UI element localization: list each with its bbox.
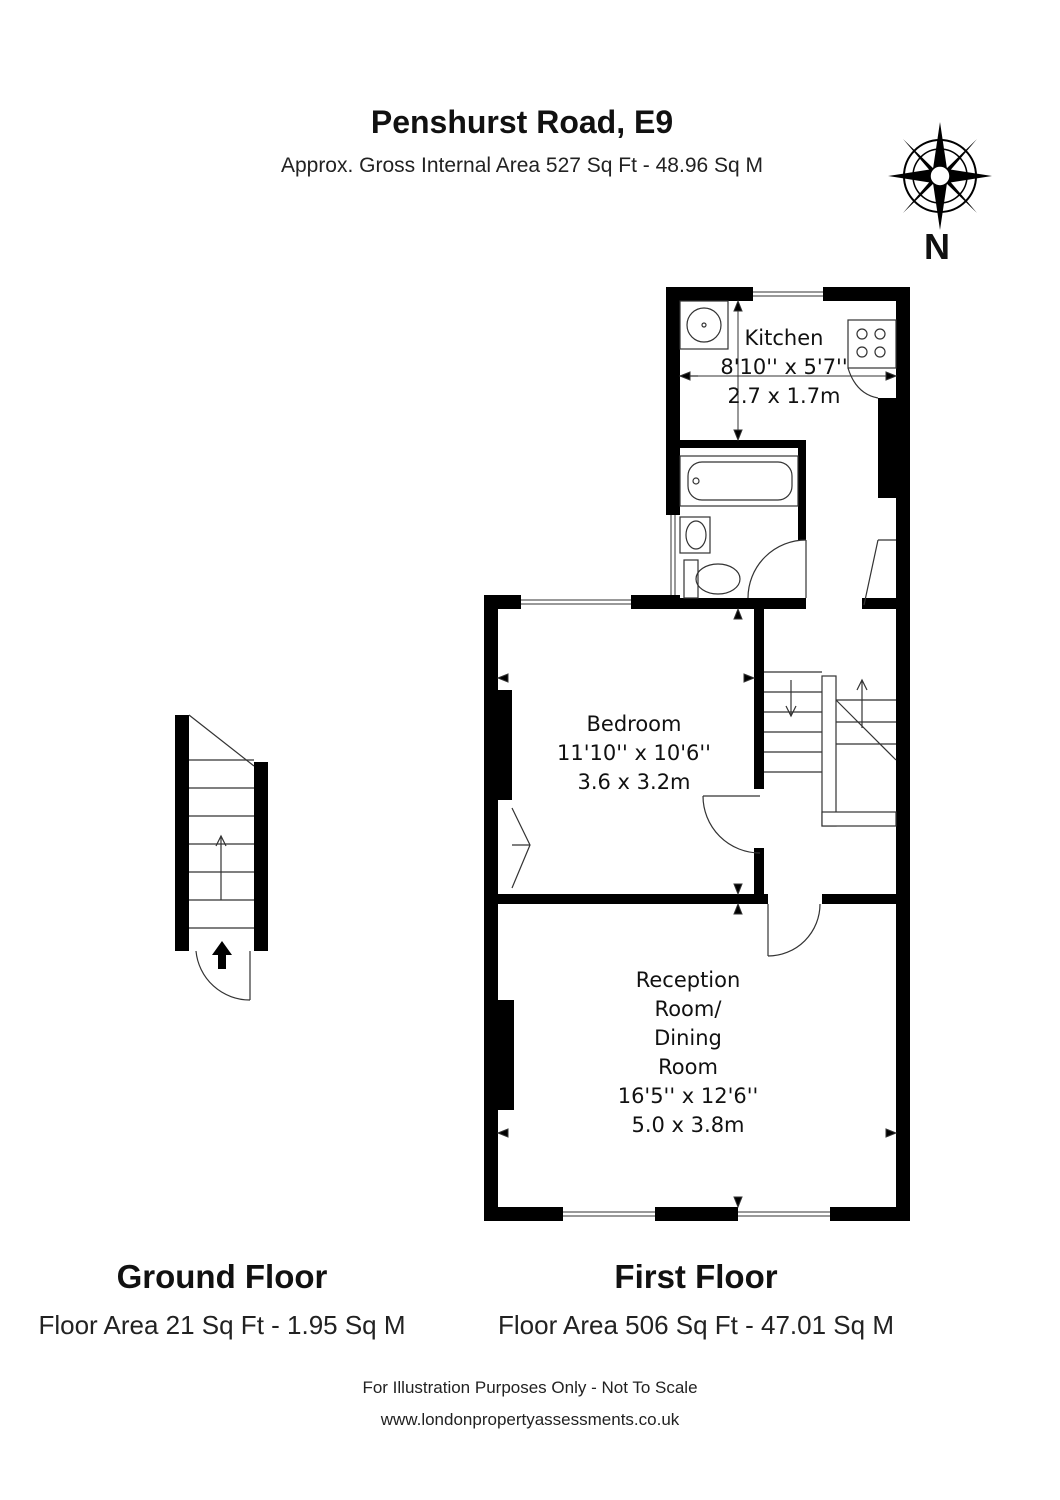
- reception-name-line3: Dining: [654, 1026, 722, 1050]
- room-label-reception: Reception Room/ Dining Room 16'5'' x 12'…: [588, 966, 788, 1140]
- ground-floor-plan: [175, 714, 268, 1001]
- disclaimer-text: For Illustration Purposes Only - Not To …: [362, 1378, 698, 1397]
- website-link[interactable]: www.londonpropertyassessments.co.uk: [380, 1410, 680, 1429]
- kitchen-metric: 2.7 x 1.7m: [727, 384, 841, 408]
- kitchen-imperial: 8'10'' x 5'7'': [720, 355, 848, 379]
- ground-floor-area: Floor Area 21 Sq Ft - 1.95 Sq M: [38, 1310, 406, 1340]
- entrance-arrow-icon: [212, 941, 232, 969]
- compass-icon: [888, 122, 992, 230]
- room-label-kitchen: Kitchen 8'10'' x 5'7'' 2.7 x 1.7m: [696, 324, 872, 411]
- kitchen-name: Kitchen: [744, 326, 824, 350]
- gross-area-subtitle: Approx. Gross Internal Area 527 Sq Ft - …: [280, 154, 764, 177]
- bedroom-metric: 3.6 x 3.2m: [577, 770, 691, 794]
- reception-name-line1: Reception: [635, 968, 741, 992]
- compass-north-label: N: [924, 226, 950, 267]
- reception-metric: 5.0 x 3.8m: [631, 1113, 745, 1137]
- bedroom-imperial: 11'10'' x 10'6'': [557, 741, 711, 765]
- room-label-bedroom: Bedroom 11'10'' x 10'6'' 3.6 x 3.2m: [534, 710, 734, 797]
- bedroom-name: Bedroom: [586, 712, 682, 736]
- page-title: Penshurst Road, E9: [370, 104, 674, 140]
- reception-name-line4: Room: [658, 1055, 718, 1079]
- ground-floor-title: Ground Floor: [116, 1258, 328, 1295]
- first-floor-plan: [484, 287, 910, 1221]
- first-floor-area: Floor Area 506 Sq Ft - 47.01 Sq M: [498, 1310, 894, 1340]
- first-floor-title: First Floor: [614, 1258, 778, 1295]
- reception-name-line2: Room/: [654, 997, 722, 1021]
- reception-imperial: 16'5'' x 12'6'': [617, 1084, 759, 1108]
